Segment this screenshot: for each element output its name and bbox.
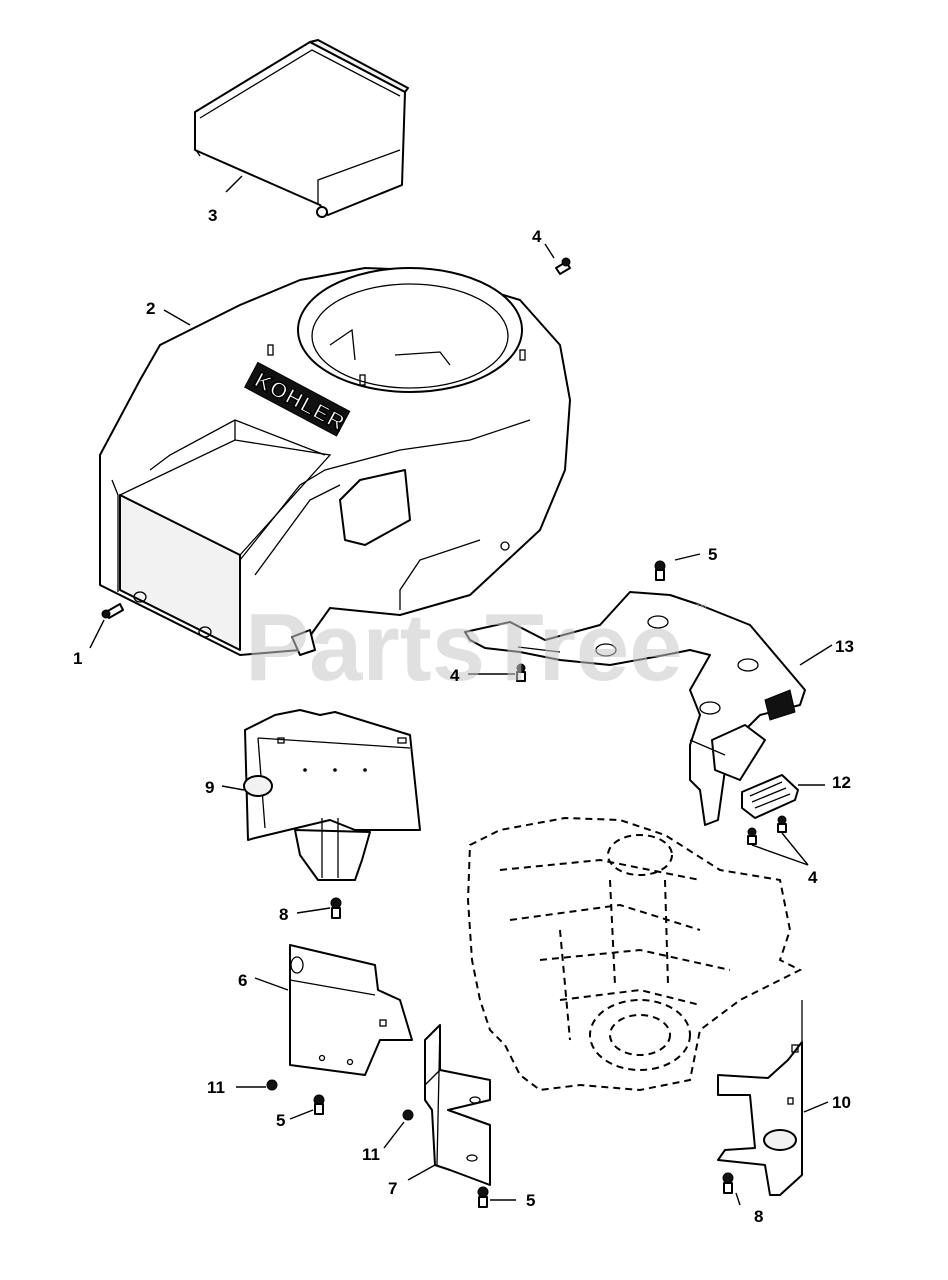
- callout-13: 13: [835, 637, 854, 656]
- svg-text:™: ™: [695, 601, 707, 615]
- part-10-bracket[interactable]: [717, 1000, 803, 1196]
- callout-5: 5: [708, 545, 717, 564]
- callout-labels: 3 2 4 1 5 4 13 12 4 9 8 6 11 5 11 7 5 10…: [73, 206, 854, 1226]
- callout-4: 4: [532, 227, 542, 246]
- leader-lines: [89, 175, 833, 1206]
- callout-4: 4: [808, 868, 818, 887]
- screw-11-mid[interactable]: [402, 1109, 414, 1121]
- part-13-baffle[interactable]: [464, 591, 806, 826]
- callout-11: 11: [362, 1145, 380, 1164]
- callout-10: 10: [832, 1093, 851, 1112]
- callout-11: 11: [207, 1078, 225, 1097]
- screw-4-right-a[interactable]: [747, 827, 757, 845]
- screw-8-bottom[interactable]: [722, 1172, 734, 1194]
- screw-5-top[interactable]: [654, 560, 666, 581]
- screw-5-bottom[interactable]: [477, 1186, 489, 1208]
- callout-12: 12: [832, 773, 851, 792]
- callout-1: 1: [73, 649, 82, 668]
- part-2-blower-housing[interactable]: KOHLER: [99, 267, 571, 656]
- callout-6: 6: [238, 971, 247, 990]
- part-3-cover[interactable]: [194, 39, 409, 218]
- callout-7: 7: [388, 1179, 397, 1198]
- part-6-bracket[interactable]: [289, 944, 413, 1076]
- screw-4-top[interactable]: [555, 257, 571, 275]
- screw-4-mid[interactable]: [516, 663, 526, 682]
- watermark: PartsTree ™: [245, 594, 707, 701]
- screw-4-right-b[interactable]: [777, 815, 787, 833]
- part-9-shroud[interactable]: [243, 709, 421, 881]
- screw-1[interactable]: [101, 603, 124, 619]
- part-12-rectifier[interactable]: [741, 774, 799, 819]
- callout-8: 8: [279, 905, 288, 924]
- part-7-bracket[interactable]: [424, 1024, 491, 1186]
- callout-2: 2: [146, 299, 155, 318]
- screw-11-left[interactable]: [266, 1079, 278, 1091]
- engine-outline: [466, 816, 803, 1092]
- callout-9: 9: [205, 778, 214, 797]
- screw-5-left[interactable]: [313, 1094, 325, 1115]
- callout-5: 5: [276, 1111, 285, 1130]
- svg-text:PartsTree: PartsTree: [245, 594, 683, 701]
- callout-8: 8: [754, 1207, 763, 1226]
- callout-4: 4: [450, 666, 460, 685]
- callout-3: 3: [208, 206, 217, 225]
- callout-5: 5: [526, 1191, 535, 1210]
- screw-8-mid[interactable]: [330, 897, 342, 919]
